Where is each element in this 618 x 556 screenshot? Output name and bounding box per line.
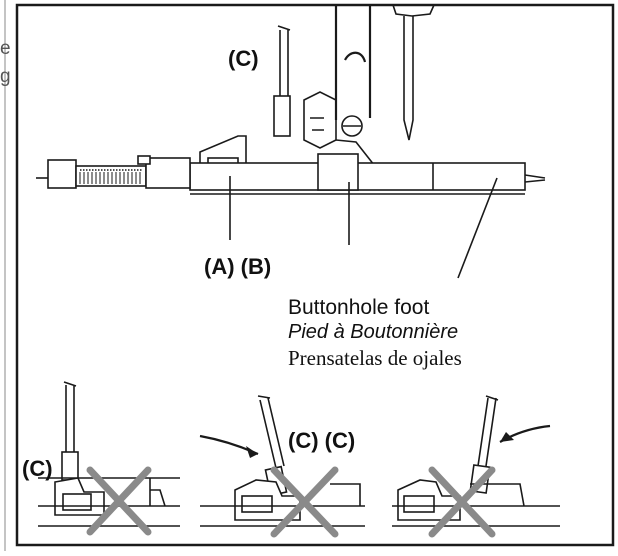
foot-gauge (47, 159, 77, 189)
presser-bar (334, 5, 372, 120)
needle (403, 16, 414, 141)
buttonhole-lever-top (277, 25, 291, 96)
callout-foot (457, 177, 498, 279)
clipped-text-2: g (0, 66, 11, 87)
label-c-bottom-mid: (C) (C) (288, 428, 356, 453)
label-c-bottom-left: (C) (22, 456, 53, 481)
needle-clamp (392, 4, 435, 17)
label-buttonhole-foot-fr: Pied à Boutonnière (288, 321, 459, 343)
presser-foot-holder (303, 91, 337, 149)
label-buttonhole-foot-es: Prensatelas de ojales (288, 346, 462, 370)
wrong-position-1 (38, 381, 180, 536)
wrong-position-3 (392, 395, 560, 538)
label-c-top: (C) (228, 46, 259, 71)
label-a-b: (A) (B) (204, 254, 272, 279)
diagram-frame (15, 3, 615, 547)
wrong-position-2 (199, 395, 365, 538)
clipped-text-1: e (0, 38, 11, 59)
machine-illustration (36, 4, 546, 279)
lever-tip-top (273, 95, 291, 137)
label-buttonhole-foot-en: Buttonhole foot (288, 296, 430, 319)
